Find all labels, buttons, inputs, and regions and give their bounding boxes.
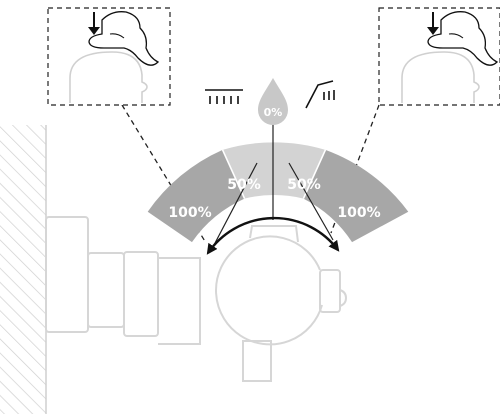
rotation-arrow <box>206 216 340 255</box>
label-right-outer: 100% <box>337 205 380 221</box>
right-inset <box>378 7 500 106</box>
wall <box>0 125 47 414</box>
label-left-inner: 50% <box>227 177 261 193</box>
outer-band <box>147 149 245 243</box>
press-button-hand-icon <box>427 11 499 66</box>
left-inset <box>47 7 171 106</box>
mixer-body <box>45 216 348 382</box>
press-button-hand-icon <box>88 11 160 66</box>
label-left-outer: 100% <box>168 205 211 221</box>
water-drop-icon <box>258 78 288 125</box>
connector-lines <box>121 104 380 244</box>
hand-shower-icon <box>305 80 335 109</box>
temperature-bands <box>147 142 409 243</box>
label-center: 0% <box>264 106 283 119</box>
overhead-shower-icon <box>205 89 243 104</box>
outer-band-right <box>303 149 409 243</box>
scale-dividers <box>213 122 334 246</box>
inner-band <box>222 142 326 199</box>
label-right-inner: 50% <box>287 177 321 193</box>
